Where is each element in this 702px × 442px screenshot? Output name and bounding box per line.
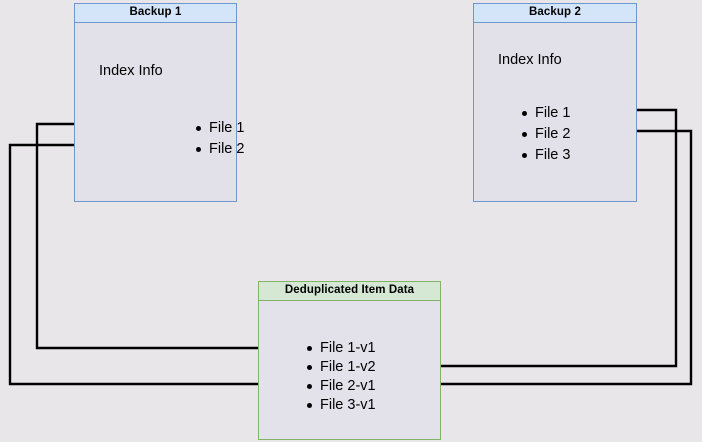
deduplicated-item-data-title: Deduplicated Item Data: [284, 284, 415, 297]
backup-2-file-item[interactable]: File 3: [518, 145, 570, 166]
backup-2-file-list: File 1 File 2 File 3: [518, 103, 570, 166]
backup-2-header: Backup 2: [474, 4, 636, 23]
dedup-item[interactable]: File 2-v1: [303, 377, 376, 396]
backup-2-file-item[interactable]: File 1: [518, 103, 570, 124]
backup-1-box[interactable]: Backup 1 Index Info File 1 File 2: [74, 3, 244, 202]
dedup-item[interactable]: File 1-v1: [303, 339, 376, 358]
backup-1-index-label: Index Info: [99, 63, 163, 79]
deduplicated-item-list: File 1-v1 File 1-v2 File 2-v1 File 3-v1: [303, 339, 376, 415]
backup-1-file-list: File 1 File 2: [192, 118, 244, 160]
dedup-item[interactable]: File 1-v2: [303, 358, 376, 377]
backup-2-title: Backup 2: [529, 6, 581, 19]
backup-2-file-item[interactable]: File 2: [518, 124, 570, 145]
backup-1-file-item[interactable]: File 2: [192, 139, 244, 160]
backup-2-box[interactable]: Backup 2 Index Info File 1 File 2 File 3: [473, 3, 637, 202]
backup-1-header: Backup 1: [75, 4, 236, 23]
backup-1-file-item[interactable]: File 1: [192, 118, 244, 139]
deduplicated-item-data-header: Deduplicated Item Data: [259, 282, 440, 301]
backup-2-index-label: Index Info: [498, 52, 562, 68]
deduplicated-item-data-box[interactable]: Deduplicated Item Data File 1-v1 File 1-…: [258, 281, 441, 440]
backup-1-title: Backup 1: [129, 6, 182, 19]
dedup-item[interactable]: File 3-v1: [303, 396, 376, 415]
